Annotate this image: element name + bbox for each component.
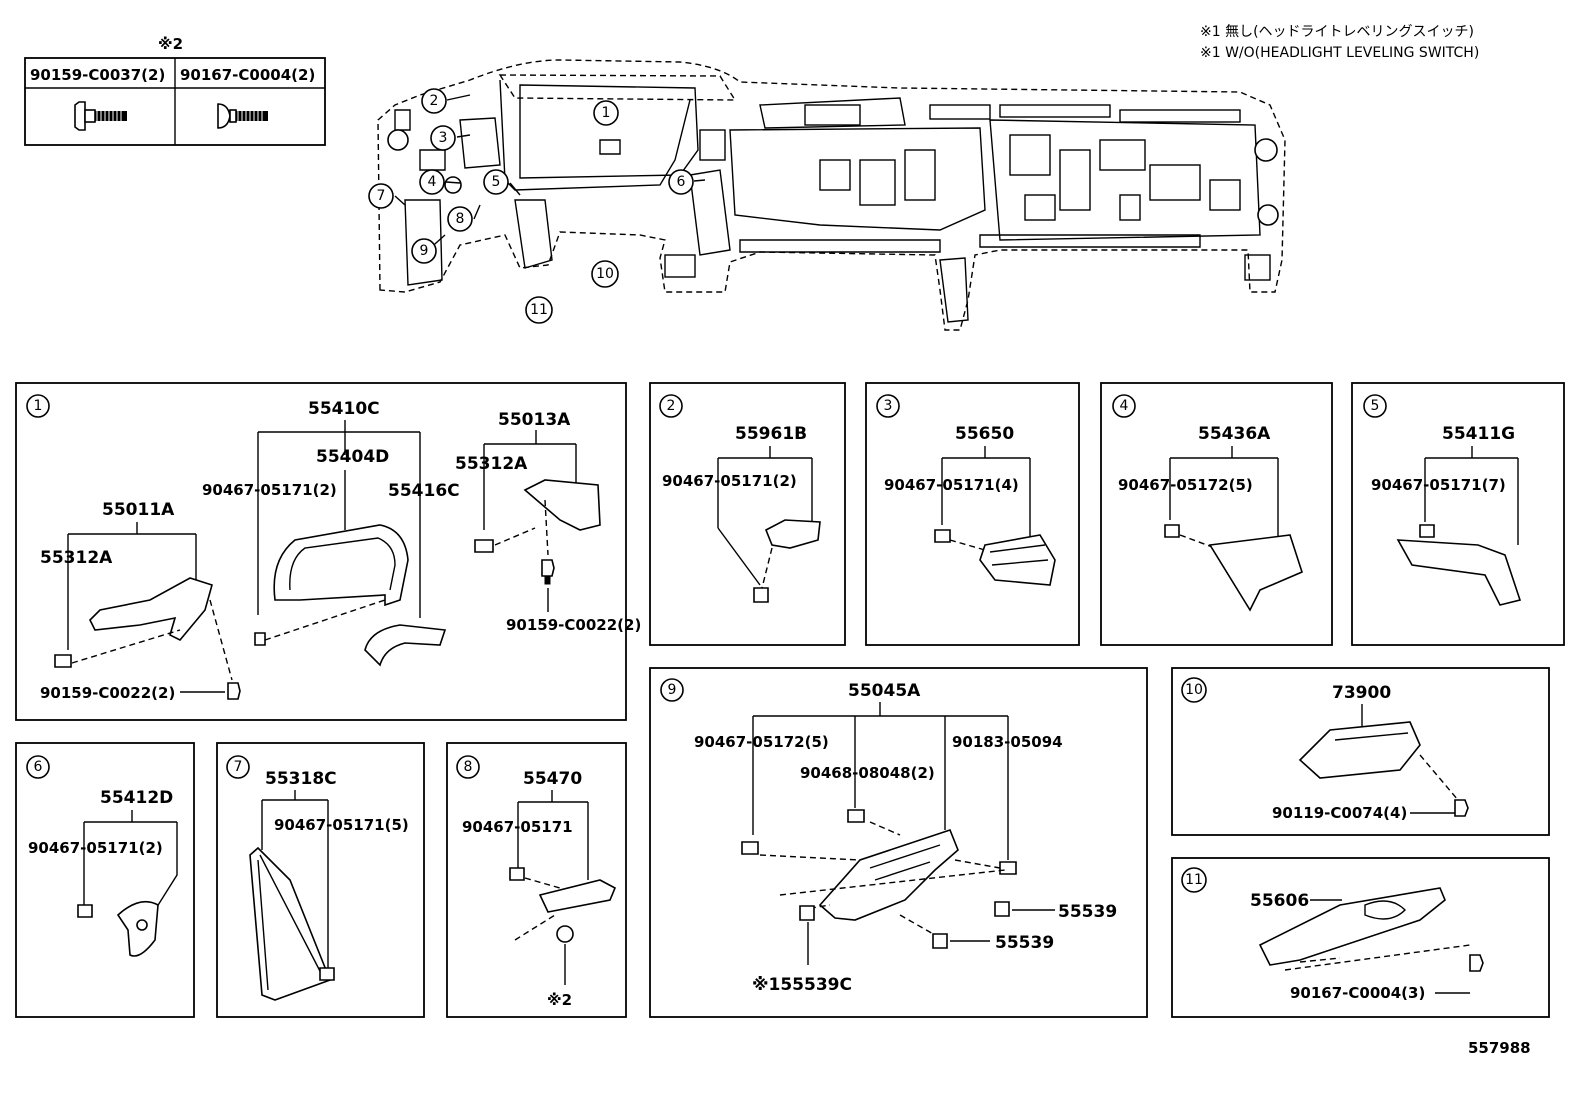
label-90468-08048-2: 90468-08048(2) [800,764,935,782]
label-55312A-left: 55312A [40,548,113,568]
fastener-table-mark: ※2 [158,35,183,53]
label-55312A-right: 55312A [455,454,528,474]
label-55539C: ※155539C [752,975,852,995]
label-55404D: 55404D [316,447,389,467]
label-55318C: 55318C [265,769,337,789]
note-ja: ※1 無し(ヘッドライトレベリングスイッチ) [1200,24,1474,40]
label-90467-05171-4: 90467-05171(4) [884,476,1019,494]
panel-3: 3 55650 90467-05171(4) [865,382,1080,646]
callout-1: 1 [593,100,619,126]
label-55606: 55606 [1250,891,1309,911]
note-en: ※1 W/O(HEADLIGHT LEVELING SWITCH) [1200,45,1479,61]
panel-1: 1 55410C 55404D 90467-05171(2) 55416C 55… [15,382,641,721]
svg-text:2: 2 [667,398,676,414]
svg-text:9: 9 [668,682,677,698]
label-90467-05171-5: 90467-05171(5) [274,816,409,834]
panel-4: 4 55436A 90467-05172(5) [1100,382,1333,646]
label-90467-05171-2-p6: 90467-05171(2) [28,839,163,857]
svg-text:5: 5 [1371,398,1380,414]
callout-2: 2 [421,88,447,114]
svg-text:8: 8 [464,759,473,775]
panel-5: 5 55411G 90467-05171(7) [1351,382,1565,646]
label-55961B: 55961B [735,424,807,444]
callout-7: 7 [368,183,394,209]
label-90467-05172-5: 90467-05172(5) [1118,476,1253,494]
svg-text:1: 1 [602,105,611,121]
svg-text:6: 6 [34,759,43,775]
panel-8: 8 55470 90467-05171 ※2 [446,742,627,1018]
label-55410C: 55410C [308,399,380,419]
callout-10: 10 [591,260,619,288]
label-55411G: 55411G [1442,424,1515,444]
svg-text:9: 9 [420,243,429,259]
panel-9: 9 55045A 90467-05172(5) 90183-05094 9046… [649,667,1148,1018]
label-90467-05171-2-p2: 90467-05171(2) [662,472,797,490]
flange-bolt-icon [74,101,127,131]
pan-head-screw-icon [217,103,268,129]
label-55436A: 55436A [1198,424,1271,444]
svg-text:7: 7 [234,759,243,775]
label-90167-C0004-3: 90167-C0004(3) [1290,984,1425,1002]
label-90159-C0022-2-left: 90159-C0022(2) [40,684,175,702]
label-73900: 73900 [1332,683,1391,703]
panel-11: 11 55606 90167-C0004(3) [1171,857,1550,1018]
label-90467-05172-5-p9: 90467-05172(5) [694,733,829,751]
svg-text:4: 4 [1120,398,1129,414]
label-90159-C0022-2-right: 90159-C0022(2) [506,616,641,634]
svg-text:5: 5 [492,174,501,190]
label-55045A: 55045A [848,681,921,701]
panel-10: 10 73900 90119-C0074(4) [1171,667,1550,836]
callout-4: 4 [419,169,445,195]
callout-8: 8 [447,206,473,232]
label-90119-C0074-4: 90119-C0074(4) [1272,804,1407,822]
svg-text:2: 2 [430,93,439,109]
svg-text:7: 7 [377,188,386,204]
label-55416C: 55416C [388,481,460,501]
panel-2: 2 55961B 90467-05171(2) [649,382,846,646]
panel-6: 6 55412D 90467-05171(2) [15,742,195,1018]
label-90467-05171-7: 90467-05171(7) [1371,476,1506,494]
svg-text:6: 6 [677,174,686,190]
label-55412D: 55412D [100,788,173,808]
fastener-col1: 90159-C0037(2) [30,66,165,84]
dashboard-overview: 1 2 3 4 5 6 7 8 9 10 11 [368,59,1286,331]
callout-11: 11 [525,296,553,324]
label-55539-b: 55539 [995,933,1054,953]
label-90183-05094: 90183-05094 [952,733,1063,751]
label-55013A: 55013A [498,410,571,430]
panel-7: 7 55318C 90467-05171(5) [216,742,425,1018]
callout-5: 5 [483,169,509,195]
svg-text:11: 11 [530,302,548,318]
label-55470: 55470 [523,769,582,789]
svg-text:10: 10 [1185,682,1203,698]
label-mark2: ※2 [547,991,572,1009]
diagram-id: 557988 [1468,1039,1531,1057]
callout-9: 9 [411,238,437,264]
fastener-col2: 90167-C0004(2) [180,66,315,84]
svg-text:4: 4 [428,174,437,190]
label-90467-05171-p8: 90467-05171 [462,818,573,836]
label-55539-a: 55539 [1058,902,1117,922]
label-90467-05171-2: 90467-05171(2) [202,481,337,499]
label-55650: 55650 [955,424,1014,444]
callout-6: 6 [668,169,694,195]
label-55011A: 55011A [102,500,175,520]
svg-text:3: 3 [884,398,893,414]
svg-text:3: 3 [439,130,448,146]
svg-text:1: 1 [34,398,43,414]
svg-text:10: 10 [596,266,614,282]
svg-text:11: 11 [1185,872,1203,888]
callout-3: 3 [430,125,456,151]
fastener-table: ※2 90159-C0037(2) 90167-C0004(2) [24,35,326,146]
svg-text:8: 8 [456,211,465,227]
